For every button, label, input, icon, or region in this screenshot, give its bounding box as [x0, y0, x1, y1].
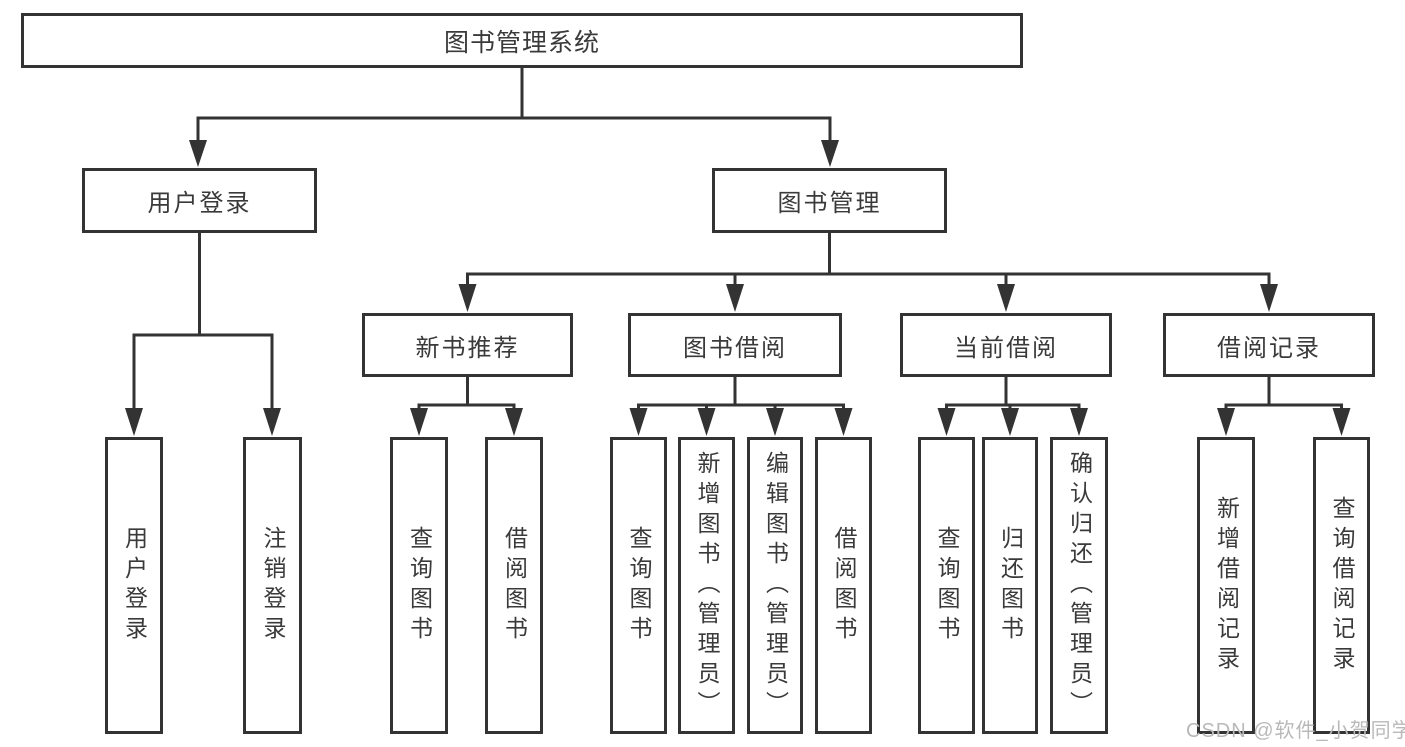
- arrowhead-icon: [697, 408, 716, 436]
- arrowhead-icon: [629, 408, 648, 436]
- node-logout: 注销登录: [243, 437, 302, 734]
- arrowhead-icon: [1070, 408, 1088, 436]
- arrowhead-icon: [125, 408, 143, 436]
- node-borrow-books: 借阅图书: [815, 437, 872, 734]
- node-query-borrow-record: 查询借阅记录: [1313, 437, 1370, 734]
- node-book-management: 图书管理: [712, 168, 947, 233]
- node-return-books: 归还图书: [982, 437, 1038, 734]
- node-root: 图书管理系统: [21, 13, 1023, 68]
- node-current-borrow: 当前借阅: [900, 313, 1112, 377]
- node-add-borrow-record: 新增借阅记录: [1197, 437, 1255, 734]
- arrowhead-icon: [821, 140, 839, 167]
- arrowhead-icon: [263, 408, 281, 436]
- arrowhead-icon: [1001, 408, 1019, 436]
- csdn-watermark: CSDN @软件_小贺同学: [1186, 720, 1405, 742]
- arrowhead-icon: [189, 140, 207, 167]
- arrowhead-icon: [410, 408, 428, 436]
- arrowhead-icon: [726, 284, 744, 312]
- node-query-books: 查询图书: [390, 437, 448, 734]
- arrowhead-icon: [834, 408, 853, 436]
- arrowhead-icon: [458, 284, 477, 312]
- arrowhead-icon: [505, 408, 523, 436]
- arrowhead-icon: [997, 284, 1015, 312]
- arrowhead-icon: [766, 408, 784, 436]
- node-new-book-recommend: 新书推荐: [362, 313, 573, 377]
- node-edit-books-admin: 编辑图书（管理员）: [747, 437, 803, 734]
- node-user-login-action: 用户登录: [105, 437, 163, 734]
- node-book-borrow: 图书借阅: [628, 313, 842, 377]
- node-confirm-return-admin: 确认归还（管理员）: [1050, 437, 1108, 734]
- node-query-books: 查询图书: [918, 437, 975, 734]
- arrowhead-icon: [1217, 408, 1235, 436]
- node-borrow-books: 借阅图书: [485, 437, 543, 734]
- node-add-books-admin: 新增图书（管理员）: [678, 437, 735, 734]
- node-user-login: 用户登录: [82, 168, 317, 233]
- arrowhead-icon: [1260, 284, 1278, 312]
- node-borrow-records: 借阅记录: [1163, 313, 1375, 377]
- arrowhead-icon: [1332, 408, 1351, 436]
- arrowhead-icon: [937, 408, 956, 436]
- node-query-books: 查询图书: [610, 437, 667, 734]
